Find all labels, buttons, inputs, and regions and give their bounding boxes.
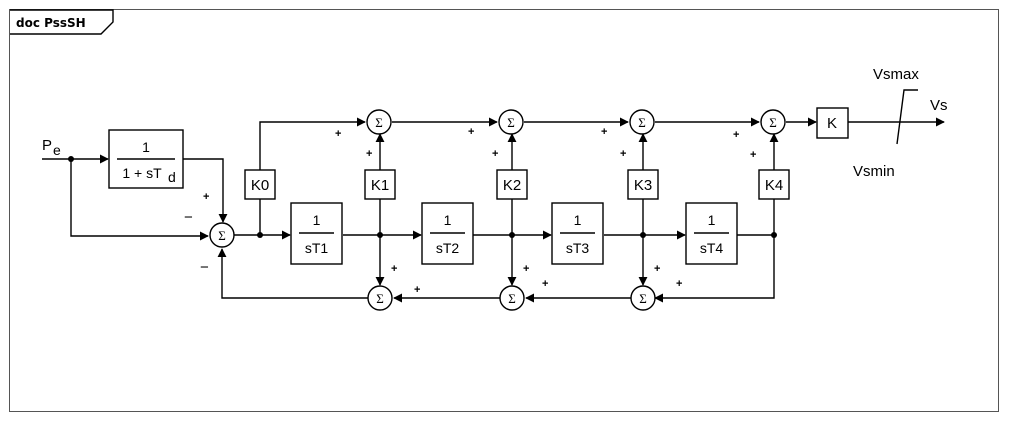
summing-symbol: Σ — [375, 115, 383, 130]
sign-minus: − — [200, 259, 209, 276]
summing-symbol: Σ — [508, 291, 516, 306]
input-label: P — [42, 137, 52, 154]
sign-minus: − — [184, 209, 193, 226]
summing-symbol: Σ — [769, 115, 777, 130]
diagram-frame — [9, 9, 999, 412]
frame-tab: doc PssSH — [10, 9, 114, 35]
summing-junction: Σ — [629, 109, 655, 135]
sign-plus: + — [335, 128, 341, 140]
output-label: Vs — [930, 97, 948, 114]
integrator-numerator: 1 — [313, 212, 321, 228]
sign-plus: + — [620, 148, 626, 160]
main-summer-symbol: Σ — [218, 228, 226, 243]
integrator-block: 1 sT2 — [421, 202, 474, 265]
integrator-numerator: 1 — [444, 212, 452, 228]
gain-label: K2 — [503, 177, 521, 194]
frame-title: doc PssSH — [16, 16, 86, 30]
sign-plus: + — [203, 191, 209, 203]
sign-plus: + — [492, 148, 498, 160]
integrator-numerator: 1 — [708, 212, 716, 228]
output-gain-label: K — [827, 115, 837, 132]
summing-junction: Σ — [366, 109, 392, 135]
filter-block: 1 1 + sT d — [108, 129, 184, 189]
summing-symbol: Σ — [638, 115, 646, 130]
filter-numerator: 1 — [142, 139, 150, 155]
integrator-denominator: sT4 — [700, 240, 724, 256]
sign-plus: + — [391, 263, 397, 275]
sign-plus: + — [414, 284, 420, 296]
gain-block: K3 — [627, 169, 659, 200]
summing-junction: Σ — [760, 109, 786, 135]
summing-junction: Σ — [498, 109, 524, 135]
integrator-denominator: sT1 — [305, 240, 329, 256]
summing-junction: Σ — [367, 285, 393, 311]
integrator-numerator: 1 — [574, 212, 582, 228]
filter-denominator-sub: d — [168, 169, 176, 185]
signal-wires — [217, 89, 945, 303]
integrator-block: 1 sT1 — [290, 202, 343, 265]
output-gain-block: K — [816, 107, 849, 139]
summing-symbol: Σ — [376, 291, 384, 306]
sign-plus: + — [468, 126, 474, 138]
sign-plus: + — [542, 278, 548, 290]
sign-plus: + — [676, 278, 682, 290]
sign-plus: + — [654, 263, 660, 275]
summing-symbol: Σ — [639, 291, 647, 306]
input-subscript: e — [53, 142, 61, 158]
integrator-denominator: sT3 — [566, 240, 590, 256]
input-wires — [42, 154, 228, 241]
sign-plus: + — [601, 126, 607, 138]
integrator-block: 1 sT4 — [685, 202, 738, 265]
summing-junction: Σ — [499, 285, 525, 311]
main-summer: Σ + − − — [184, 191, 235, 276]
gain-block: K4 — [758, 169, 790, 200]
gain-block: K1 — [364, 169, 396, 200]
summing-junction: Σ — [630, 285, 656, 311]
gain-label: K4 — [765, 177, 783, 194]
limit-max-label: Vsmax — [873, 66, 919, 83]
filter-denominator: 1 + sT — [122, 165, 162, 181]
gain-label: K1 — [371, 177, 389, 194]
integrator-block: 1 sT3 — [551, 202, 604, 265]
gain-label: K3 — [634, 177, 652, 194]
gain-block: K0 — [244, 169, 276, 200]
integrator-denominator: sT2 — [436, 240, 460, 256]
sign-plus: + — [523, 263, 529, 275]
gain-block: K2 — [496, 169, 528, 200]
sign-plus: + — [733, 129, 739, 141]
sign-plus: + — [750, 149, 756, 161]
summing-symbol: Σ — [507, 115, 515, 130]
limit-min-label: Vsmin — [853, 163, 895, 180]
gain-label: K0 — [251, 177, 269, 194]
sign-plus: + — [366, 148, 372, 160]
